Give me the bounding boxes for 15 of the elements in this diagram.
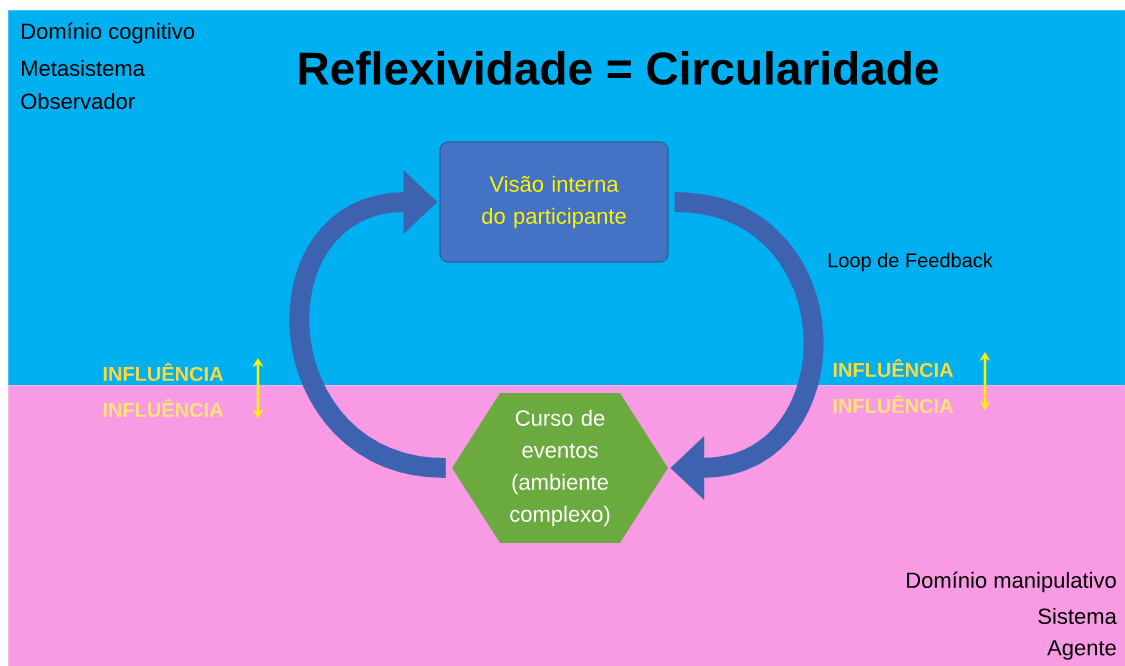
band-text: Domínio cognitivo (22, 22, 195, 44)
edge-label: Loop de Feedback (828, 252, 993, 272)
band-text: Domínio manipulativo (907, 571, 1116, 593)
band-text: Sistema (1038, 607, 1117, 625)
band-text: Metasistema (22, 59, 145, 77)
curved-arrow (290, 169, 448, 478)
band-text: Agente (1047, 640, 1116, 660)
title: Reflexividade = Circularidade (299, 51, 938, 85)
influence-label: INFLUÊNCIA (833, 358, 953, 378)
influence-label: INFLUÊNCIA (833, 394, 953, 414)
process-box: Visão interna do participante (439, 141, 669, 263)
influence-label: INFLUÊNCIA (103, 362, 224, 382)
hexagon: Curso de eventos (ambiente complexo) (452, 393, 668, 543)
influence-label: INFLUÊNCIA (103, 398, 224, 418)
band-text: Observador (21, 92, 135, 110)
